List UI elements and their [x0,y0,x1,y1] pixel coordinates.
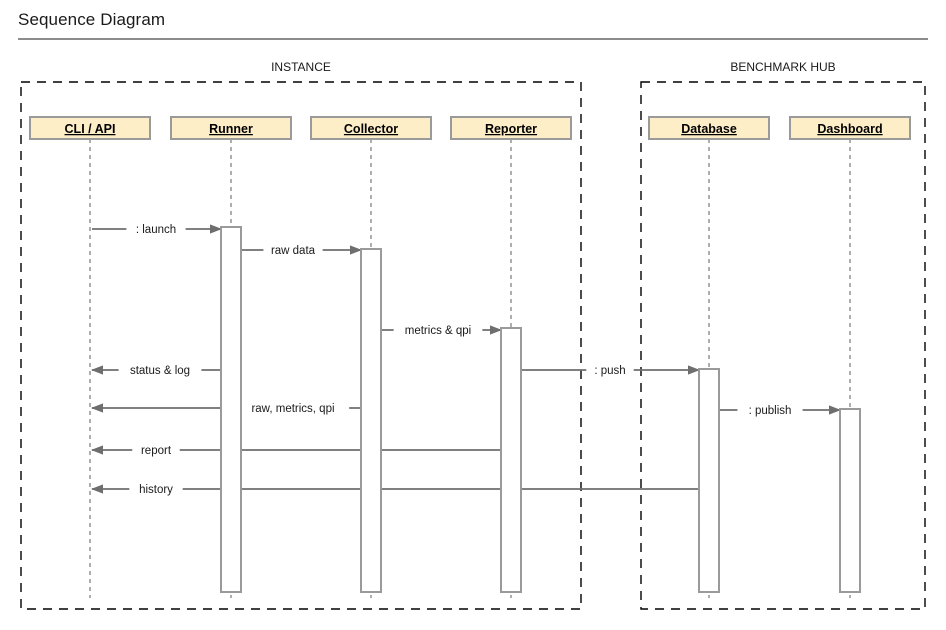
msg-raw-metrics-qpi-label: raw, metrics, qpi [251,403,334,415]
msg-raw-data[interactable]: raw data [241,242,362,258]
msg-status-log-label-bg [118,362,202,378]
msg-raw-data-label: raw data [271,245,316,257]
msg-status-log[interactable]: status & log [91,362,221,378]
msg-push[interactable]: : push [521,362,700,378]
database-activation[interactable] [698,368,720,593]
actor-dashboard[interactable]: Dashboard [789,116,911,140]
actor-box-runner[interactable] [170,116,292,140]
activations-layer [220,226,861,593]
msg-launch-label-bg [126,221,186,237]
msg-push-label: : push [594,365,625,377]
msg-history-label-bg [129,481,183,497]
actor-label-runner: Runner [209,122,253,136]
msg-raw-metrics-qpi-label-bg [236,400,350,416]
actor-label-cli_api: CLI / API [65,122,116,136]
frame-label-benchmark_hub: BENCHMARK HUB [730,60,835,74]
actor-database[interactable]: Database [648,116,770,140]
actor-box-reporter[interactable] [450,116,572,140]
actor-label-dashboard: Dashboard [817,122,882,136]
lifelines-layer [89,139,851,598]
actor-label-collector: Collector [344,122,398,136]
actor-box-database[interactable] [648,116,770,140]
msg-status-log-label: status & log [130,365,190,377]
reporter-activation[interactable] [500,327,522,593]
msg-launch-label: : launch [136,224,176,236]
msg-metrics-qpi-label-bg [393,322,483,338]
frame-border-instance [20,81,582,610]
page-title: Sequence Diagram [18,10,166,29]
frame-border-benchmark_hub [640,81,926,610]
actors-layer: CLI / API Runner Collector Reporter Database… [29,116,911,140]
messages-layer: : launch raw data metrics & qpi status & lo… [91,221,841,497]
msg-metrics-qpi[interactable]: metrics & qpi [381,322,502,338]
msg-report-label: report [141,445,172,457]
collector-activation[interactable] [360,248,382,593]
frames-layer: INSTANCE BENCHMARK HUB [20,60,926,610]
frame-label-instance: INSTANCE [271,60,331,74]
dashboard-activation[interactable] [839,408,861,593]
msg-report[interactable]: report [91,442,501,458]
msg-history[interactable]: history [91,481,699,497]
actor-label-reporter: Reporter [485,122,537,136]
msg-report-label-bg [132,442,180,458]
actor-reporter[interactable]: Reporter [450,116,572,140]
actor-collector[interactable]: Collector [310,116,432,140]
msg-push-label-bg [586,362,634,378]
msg-raw-data-label-bg [263,242,323,258]
actor-box-collector[interactable] [310,116,432,140]
msg-metrics-qpi-label: metrics & qpi [405,325,471,337]
frame-instance: INSTANCE [20,60,582,610]
frame-benchmark_hub: BENCHMARK HUB [640,60,926,610]
msg-publish[interactable]: : publish [719,402,841,418]
title-divider [18,38,928,40]
actor-runner[interactable]: Runner [170,116,292,140]
msg-publish-label: : publish [749,405,792,417]
runner-activation[interactable] [220,226,242,593]
actor-box-cli_api[interactable] [29,116,151,140]
msg-launch[interactable]: : launch [92,221,222,237]
actor-cli_api[interactable]: CLI / API [29,116,151,140]
msg-history-label: history [139,484,173,496]
actor-label-database: Database [681,122,737,136]
actor-box-dashboard[interactable] [789,116,911,140]
msg-publish-label-bg [737,402,803,418]
